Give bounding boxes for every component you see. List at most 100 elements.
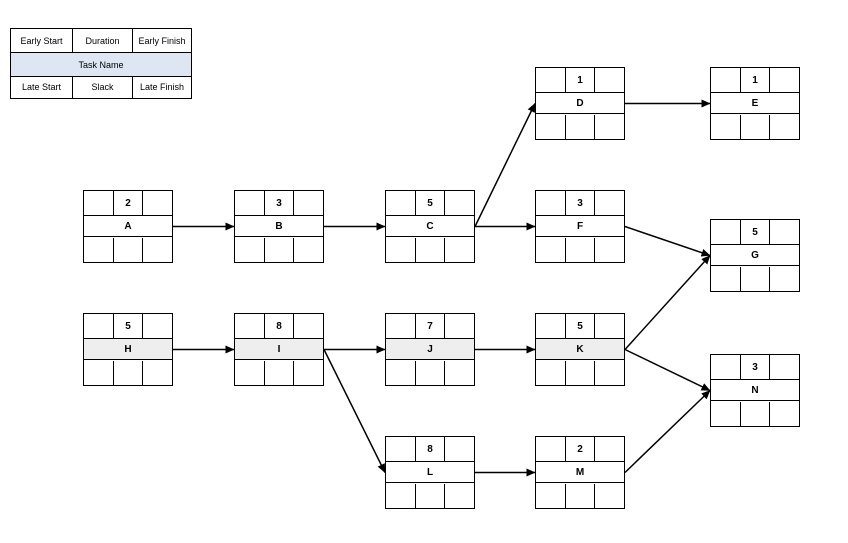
early-start-cell (84, 191, 113, 215)
late-finish-cell (594, 115, 624, 139)
duration-cell: 8 (263, 314, 294, 338)
slack-cell (112, 361, 143, 385)
task-name: N (711, 379, 799, 401)
late-start-cell (536, 484, 565, 508)
task-node-k: 5 K (535, 313, 625, 386)
task-name: E (711, 92, 799, 114)
duration-cell: 3 (739, 355, 770, 379)
late-start-cell (536, 361, 565, 385)
early-finish-cell (594, 437, 624, 461)
duration-cell: 2 (112, 191, 143, 215)
late-start-cell (235, 361, 264, 385)
task-node-h: 5 H (83, 313, 173, 386)
early-start-cell (386, 191, 415, 215)
late-finish-cell (594, 361, 624, 385)
task-name: H (84, 338, 172, 360)
duration-cell: 5 (739, 220, 770, 244)
arrow-k-to-n (624, 348, 711, 392)
task-name: I (235, 338, 323, 360)
duration-cell: 2 (564, 437, 595, 461)
late-finish-cell (594, 238, 624, 262)
slack-cell (564, 115, 595, 139)
early-finish-cell (142, 191, 172, 215)
task-node-b: 3 B (234, 190, 324, 263)
task-node-f: 3 F (535, 190, 625, 263)
early-start-cell (386, 437, 415, 461)
slack-cell (739, 115, 770, 139)
legend-early-start: Early Start (11, 29, 73, 52)
early-start-cell (84, 314, 113, 338)
early-start-cell (235, 314, 264, 338)
legend-slack: Slack (73, 76, 133, 98)
legend-table: Early Start Duration Early Finish Task N… (10, 28, 192, 99)
task-node-i: 8 I (234, 313, 324, 386)
early-start-cell (711, 68, 740, 92)
task-name: A (84, 215, 172, 237)
early-start-cell (386, 314, 415, 338)
duration-cell: 1 (739, 68, 770, 92)
legend-early-finish: Early Finish (138, 35, 186, 46)
slack-cell (414, 238, 445, 262)
late-start-cell (84, 361, 113, 385)
task-name: M (536, 461, 624, 483)
late-finish-cell (142, 238, 172, 262)
early-finish-cell (769, 68, 799, 92)
duration-cell: 3 (564, 191, 595, 215)
early-finish-cell (444, 314, 474, 338)
task-name: B (235, 215, 323, 237)
late-finish-cell (444, 484, 474, 508)
task-node-d: 1 D (535, 67, 625, 140)
slack-cell (414, 361, 445, 385)
slack-cell (414, 484, 445, 508)
legend-task-name: Task Name (78, 59, 124, 70)
early-start-cell (536, 191, 565, 215)
task-name: D (536, 92, 624, 114)
early-finish-cell (769, 355, 799, 379)
late-finish-cell (444, 238, 474, 262)
task-name: J (386, 338, 474, 360)
late-finish-cell (769, 267, 799, 291)
late-finish-cell (594, 484, 624, 508)
late-start-cell (711, 402, 740, 426)
early-finish-cell (594, 314, 624, 338)
slack-cell (564, 484, 595, 508)
arrow-i-to-l (323, 349, 386, 473)
early-start-cell (536, 68, 565, 92)
late-start-cell (386, 361, 415, 385)
slack-cell (739, 267, 770, 291)
early-finish-cell (444, 191, 474, 215)
late-finish-cell (769, 402, 799, 426)
task-name: F (536, 215, 624, 237)
task-node-m: 2 M (535, 436, 625, 509)
slack-cell (739, 402, 770, 426)
task-node-n: 3 N (710, 354, 800, 427)
task-node-j: 7 J (385, 313, 475, 386)
late-start-cell (386, 484, 415, 508)
task-node-a: 2 A (83, 190, 173, 263)
late-start-cell (536, 115, 565, 139)
duration-cell: 8 (414, 437, 445, 461)
late-start-cell (235, 238, 264, 262)
slack-cell (564, 361, 595, 385)
early-finish-cell (444, 437, 474, 461)
task-name: C (386, 215, 474, 237)
task-node-g: 5 G (710, 219, 800, 292)
late-finish-cell (142, 361, 172, 385)
late-finish-cell (293, 238, 323, 262)
early-start-cell (536, 314, 565, 338)
late-start-cell (386, 238, 415, 262)
slack-cell (263, 361, 294, 385)
legend-late-start: Late Start (11, 76, 73, 98)
early-start-cell (235, 191, 264, 215)
task-node-l: 8 L (385, 436, 475, 509)
early-start-cell (711, 355, 740, 379)
slack-cell (263, 238, 294, 262)
task-node-c: 5 C (385, 190, 475, 263)
arrow-k-to-g (624, 254, 711, 351)
arrow-m-to-n (624, 389, 711, 474)
duration-cell: 3 (263, 191, 294, 215)
early-finish-cell (293, 314, 323, 338)
legend-late-finish: Late Finish (139, 82, 185, 92)
late-start-cell (536, 238, 565, 262)
